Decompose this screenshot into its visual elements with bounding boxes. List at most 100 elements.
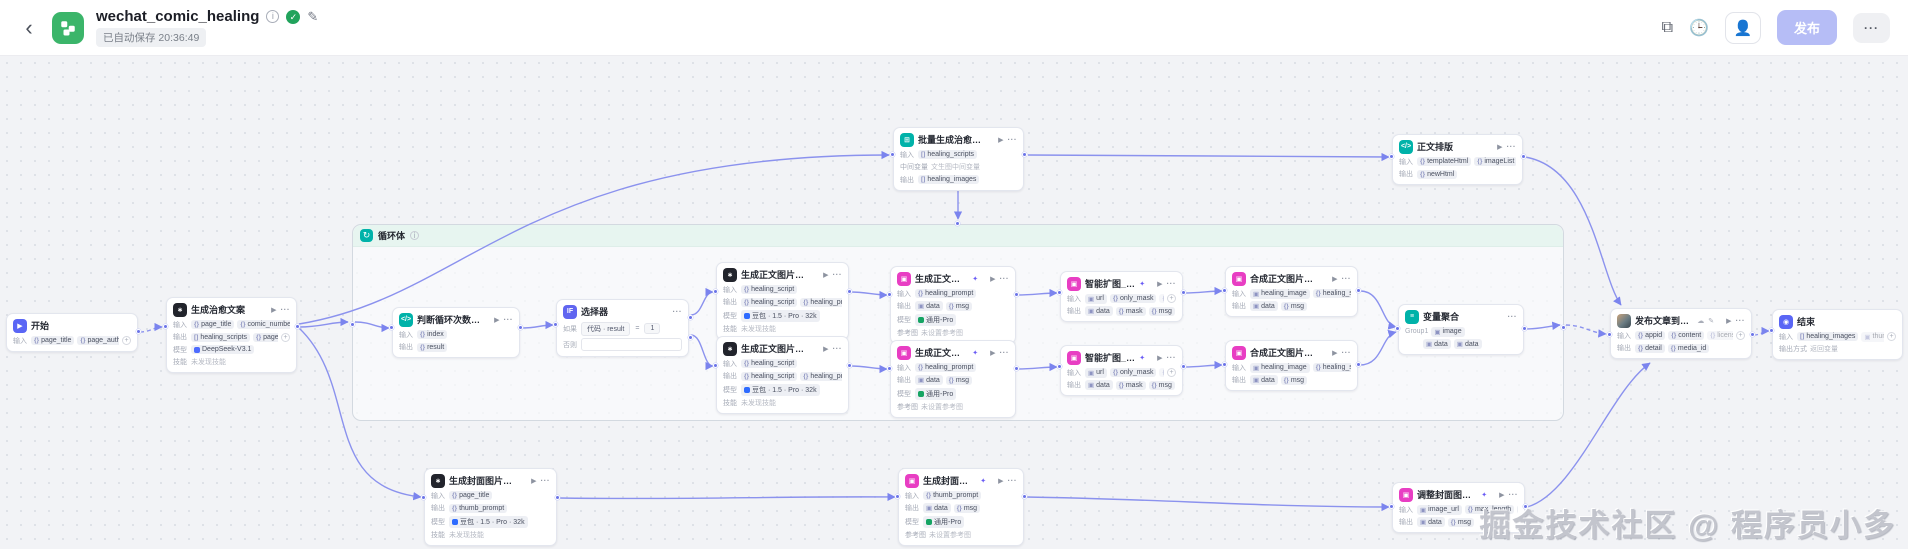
node-prompt-even[interactable]: ∗生成正文图片的绘图提示词_偶…▶···输入{}healing_script输出… (716, 336, 849, 414)
output-port[interactable] (1014, 292, 1019, 297)
duplicate-icon[interactable]: ⧉ (1661, 18, 1674, 36)
connection-port[interactable] (350, 322, 355, 327)
history-clock-icon[interactable]: 🕒 (1689, 19, 1709, 37)
run-node-icon[interactable]: ▶ (1497, 143, 1503, 151)
output-port[interactable] (555, 495, 560, 500)
output-port[interactable] (1356, 362, 1361, 367)
run-node-icon[interactable]: ▶ (823, 345, 829, 353)
node-publish[interactable]: 发布文章到公众号草稿箱☁✎▶···输入{}appid{}content{}lic… (1610, 308, 1752, 359)
input-port[interactable] (1222, 288, 1227, 293)
input-port[interactable] (1607, 332, 1612, 337)
node-more-icon[interactable]: ··· (832, 344, 842, 353)
node-more-icon[interactable]: ··· (503, 315, 513, 324)
run-node-icon[interactable]: ▶ (1332, 349, 1338, 357)
input-port[interactable] (1769, 328, 1774, 333)
run-node-icon[interactable]: ▶ (1726, 317, 1732, 325)
connection-port[interactable] (955, 221, 960, 226)
output-port[interactable] (1750, 332, 1755, 337)
input-port[interactable] (389, 325, 394, 330)
output-port[interactable] (1521, 154, 1526, 159)
input-port[interactable] (1389, 154, 1394, 159)
input-port[interactable] (713, 363, 718, 368)
node-more-icon[interactable]: ··· (832, 270, 842, 279)
node-more-icon[interactable]: ··· (1007, 135, 1017, 144)
output-port[interactable] (847, 289, 852, 294)
output-port[interactable] (295, 324, 300, 329)
output-port[interactable] (1014, 366, 1019, 371)
expand-more-icon[interactable]: + (281, 332, 290, 342)
input-port[interactable] (895, 494, 900, 499)
run-node-icon[interactable]: ▶ (1499, 491, 1505, 499)
condition-empty-input[interactable] (581, 338, 682, 351)
output-port[interactable] (1181, 364, 1186, 369)
output-port[interactable] (847, 363, 852, 368)
node-more-icon[interactable]: ··· (1735, 316, 1745, 325)
input-port[interactable] (1057, 364, 1062, 369)
node-expand-odd[interactable]: ▣智能扩图_奇数轮✦▶···输入▣url{}only_mask{}output_… (1060, 271, 1183, 322)
node-more-icon[interactable]: ··· (1341, 274, 1351, 283)
node-img-even[interactable]: ▣生成正文图片_偶数轮✦▶···输入{}healing_prompt输出▣dat… (890, 340, 1016, 418)
connection-port[interactable] (688, 315, 693, 320)
expand-more-icon[interactable]: + (1736, 331, 1745, 340)
publish-button[interactable]: 发布 (1776, 10, 1837, 45)
input-port[interactable] (1222, 362, 1227, 367)
node-more-icon[interactable]: ··· (672, 307, 682, 316)
node-more-icon[interactable]: ··· (1007, 476, 1017, 485)
input-port[interactable] (421, 495, 426, 500)
expand-more-icon[interactable]: + (1887, 332, 1896, 341)
node-more-icon[interactable]: ··· (1341, 348, 1351, 357)
node-end[interactable]: ◉结束输入[]healing_images▣thumb_ima…+输出方式返回变… (1772, 309, 1903, 360)
node-more-icon[interactable]: ··· (1508, 490, 1518, 499)
expand-more-icon[interactable]: + (1167, 294, 1176, 303)
input-port[interactable] (890, 152, 895, 157)
node-cover-prompt[interactable]: ∗生成封面图片的标题提示词▶···输入{}page_title输出{}thumb… (424, 468, 557, 546)
expand-more-icon[interactable]: + (1167, 368, 1176, 377)
node-more-icon[interactable]: ··· (540, 476, 550, 485)
node-more-icon[interactable]: ··· (1507, 312, 1517, 321)
output-port[interactable] (1522, 326, 1527, 331)
run-node-icon[interactable]: ▶ (998, 136, 1004, 144)
node-prompt-odd[interactable]: ∗生成正文图片的绘图提示词_奇…▶···输入{}healing_script输出… (716, 262, 849, 340)
more-actions-button[interactable]: ··· (1853, 12, 1890, 43)
input-port[interactable] (163, 324, 168, 329)
input-port[interactable] (713, 289, 718, 294)
collaborator-button[interactable]: 👤 (1724, 11, 1761, 44)
input-port[interactable] (887, 366, 892, 371)
run-node-icon[interactable]: ▶ (823, 271, 829, 279)
node-more-icon[interactable]: ··· (999, 348, 1009, 357)
run-node-icon[interactable]: ▶ (494, 316, 500, 324)
info-icon[interactable]: i (266, 10, 280, 23)
condition-operator[interactable]: = (635, 325, 640, 332)
output-port[interactable] (1022, 494, 1027, 499)
condition-left-operand[interactable]: 代码 · result (581, 321, 631, 336)
expand-more-icon[interactable]: + (122, 336, 131, 345)
loop-info-icon[interactable]: i (410, 231, 420, 240)
condition-right-operand[interactable]: 1 (644, 323, 661, 334)
run-node-icon[interactable]: ▶ (1157, 354, 1163, 362)
input-port[interactable] (553, 322, 558, 327)
node-aggregate[interactable]: ≡变量聚合···Group1▣image▣data▣data (1398, 304, 1524, 355)
node-img-odd[interactable]: ▣生成正文图片_奇数轮✦▶···输入{}healing_prompt输出▣dat… (890, 266, 1016, 344)
input-port[interactable] (1389, 504, 1394, 509)
connection-port[interactable] (1561, 325, 1566, 330)
run-node-icon[interactable]: ▶ (990, 275, 996, 283)
output-port[interactable] (1181, 290, 1186, 295)
input-port[interactable] (1395, 326, 1400, 331)
run-node-icon[interactable]: ▶ (1157, 280, 1163, 288)
output-port[interactable] (518, 325, 523, 330)
run-node-icon[interactable]: ▶ (531, 477, 537, 485)
node-more-icon[interactable]: ··· (1166, 353, 1176, 362)
input-port[interactable] (887, 292, 892, 297)
node-more-icon[interactable]: ··· (999, 274, 1009, 283)
node-expand-even[interactable]: ▣智能扩图_偶数轮✦▶···输入▣url{}only_mask{}output_… (1060, 345, 1183, 396)
node-more-icon[interactable]: ··· (1166, 279, 1176, 288)
